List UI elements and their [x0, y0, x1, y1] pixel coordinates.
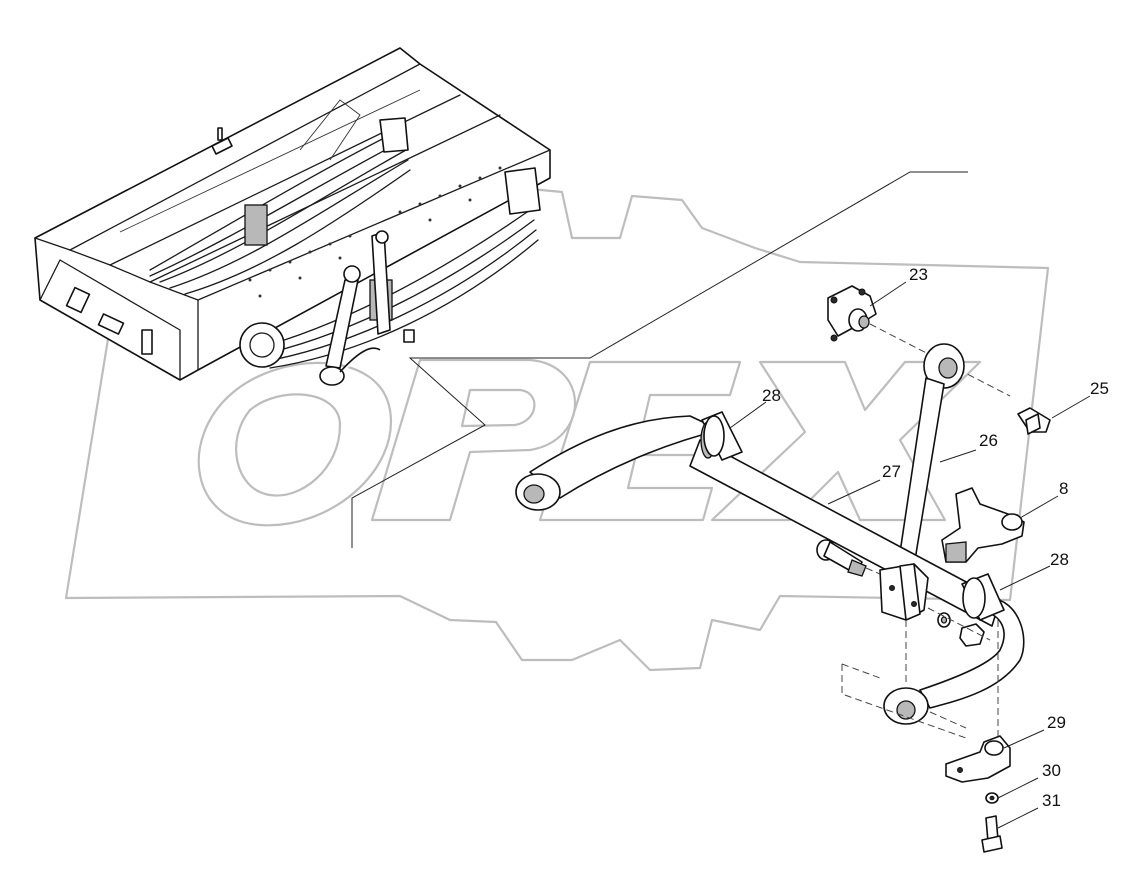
washer-icon [937, 612, 951, 628]
callout-30: 30 [1042, 761, 1061, 780]
lock-washer-icon [985, 792, 999, 804]
frame-leader-line [351, 171, 968, 548]
callout-27: 27 [882, 462, 901, 481]
frame-assembly-icon [34, 47, 551, 386]
bolt-icon [1017, 407, 1051, 435]
callout-leaders [729, 281, 1091, 829]
nut-icon [959, 623, 985, 647]
link-fork-bracket [879, 563, 929, 621]
clamp-icon [945, 735, 1011, 783]
stabilizer-bar-icon [515, 411, 1025, 725]
callout-numbers: 23 25 28 26 27 8 28 29 30 31 [762, 265, 1109, 810]
callout-29: 29 [1047, 713, 1066, 732]
callout-28-upper: 28 [762, 386, 781, 405]
bracket-icon [941, 487, 1025, 563]
pin-icon [816, 539, 867, 577]
callout-28-lower: 28 [1050, 550, 1069, 569]
flange-bracket-23 [827, 285, 877, 342]
cap-screw-icon [981, 815, 1003, 853]
callout-31: 31 [1042, 791, 1061, 810]
callout-23: 23 [909, 265, 928, 284]
callout-8: 8 [1059, 479, 1068, 498]
callout-25: 25 [1090, 379, 1109, 398]
axis-line-pin [865, 567, 991, 641]
callout-26: 26 [979, 431, 998, 450]
